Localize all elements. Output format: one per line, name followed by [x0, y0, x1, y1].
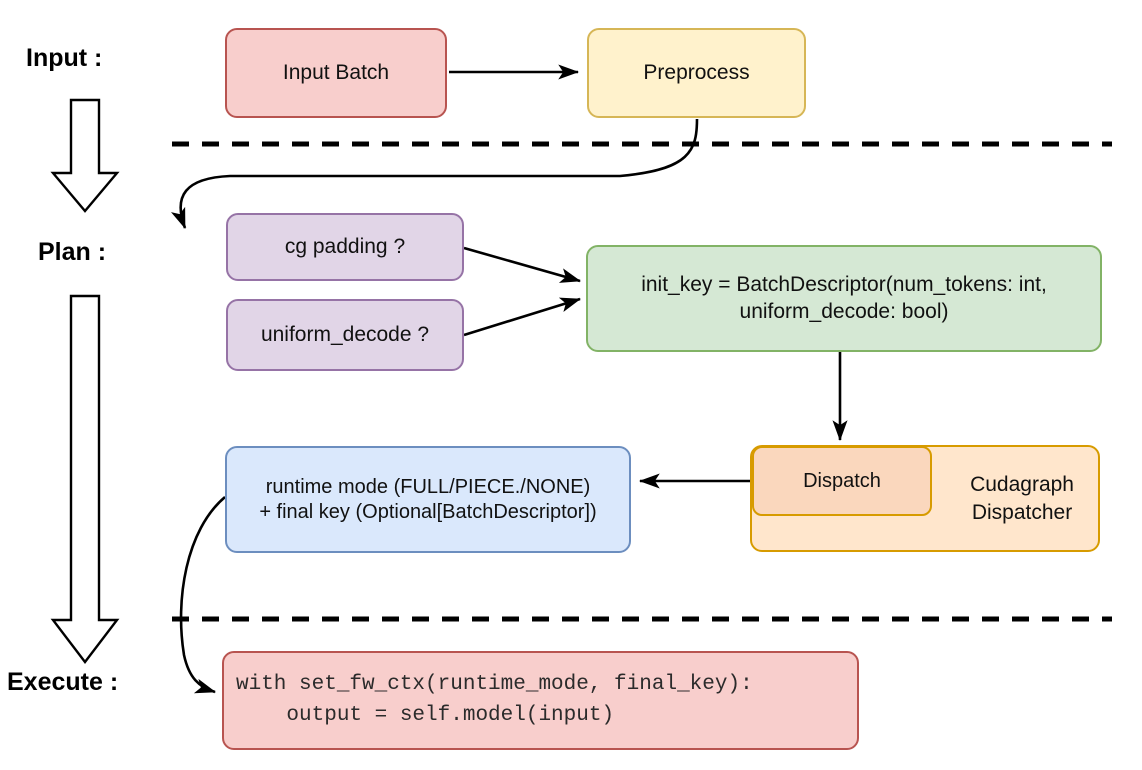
node-dispatch[interactable]: Dispatch	[752, 446, 932, 516]
edge-uniform-decode-to-init-key	[463, 297, 581, 337]
node-cg-padding-label: cg padding ?	[284, 234, 406, 258]
node-execute-code[interactable]: with set_fw_ctx(runtime_mode, final_key)…	[222, 651, 859, 750]
stage-arrow-input-to-plan	[50, 98, 120, 213]
edge-runtime-mode-to-execute-code	[179, 496, 226, 694]
node-init-key-label-line-1: init_key = BatchDescriptor(num_tokens: i…	[641, 273, 1047, 297]
edge-preprocess-to-cg-padding	[171, 118, 699, 229]
stage-arrow-plan-to-execute	[50, 294, 120, 664]
node-input-batch-label: Input Batch	[282, 60, 390, 84]
node-execute-code-text: with set_fw_ctx(runtime_mode, final_key)…	[236, 673, 753, 727]
node-cg-padding[interactable]: cg padding ?	[226, 213, 464, 281]
node-runtime-mode[interactable]: runtime mode (FULL/PIECE./NONE) + final …	[225, 446, 631, 553]
node-runtime-mode-label-line-1: runtime mode (FULL/PIECE./NONE)	[265, 475, 591, 498]
edge-cg-padding-to-init-key	[463, 246, 582, 283]
node-dispatch-label: Dispatch	[803, 469, 881, 492]
node-cudagraph-dispatcher-label: Cudagraph Dispatcher	[970, 473, 1074, 524]
node-init-key[interactable]: init_key = BatchDescriptor(num_tokens: i…	[586, 245, 1102, 352]
node-init-key-label-line-2: uniform_decode: bool)	[739, 299, 949, 323]
node-runtime-mode-label-line-2: + final key (Optional[BatchDescriptor])	[259, 500, 597, 523]
node-preprocess[interactable]: Preprocess	[587, 28, 806, 118]
stage-label-plan: Plan :	[38, 238, 107, 266]
node-input-batch[interactable]: Input Batch	[225, 28, 447, 118]
node-preprocess-label: Preprocess	[643, 60, 750, 84]
stage-label-input: Input :	[26, 44, 103, 72]
node-uniform-decode-label: uniform_decode ?	[260, 322, 430, 346]
stage-label-execute: Execute :	[7, 668, 119, 696]
node-uniform-decode[interactable]: uniform_decode ?	[226, 299, 464, 371]
